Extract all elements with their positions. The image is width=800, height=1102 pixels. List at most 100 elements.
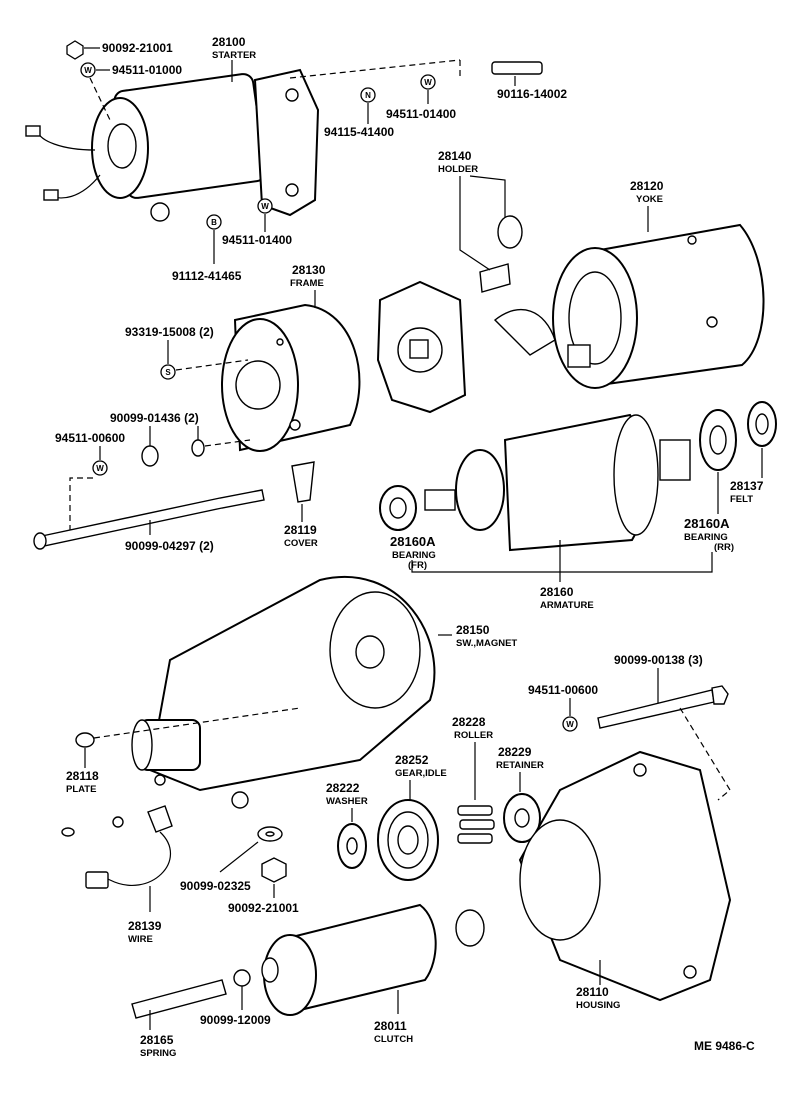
housing-drawing xyxy=(518,750,732,1002)
frame-drawing xyxy=(221,303,361,452)
screw-symbol: S xyxy=(165,368,171,377)
part-no-28222: 28222 xyxy=(326,781,360,795)
part-no-28165: 28165 xyxy=(140,1033,174,1047)
callout-stud: 90116-14002 xyxy=(289,59,567,101)
part-no-28252: 28252 xyxy=(395,753,429,767)
callout-washer-sw: 90099-02325 xyxy=(180,826,283,893)
name-yoke: YOKE xyxy=(636,194,663,205)
nut-symbol: N xyxy=(365,91,371,100)
callout-felt: 28137 FELT xyxy=(730,448,764,505)
part-no-91112-41465: 91112-41465 xyxy=(172,269,242,283)
part-no-90099-02325: 90099-02325 xyxy=(180,879,251,893)
part-no-28160a-fr: 28160A xyxy=(390,534,436,549)
callout-frame: 28130 FRAME xyxy=(290,263,326,308)
callout-ring: 90099-12009 xyxy=(200,969,271,1027)
part-no-94511-01400-a: 94511-01400 xyxy=(386,107,456,121)
part-no-28160a-rr: 28160A xyxy=(684,516,730,531)
callout-nut-sw: 90092-21001 xyxy=(228,857,299,915)
part-no-90092-21001: 90092-21001 xyxy=(102,41,173,55)
name-cover: COVER xyxy=(284,538,318,549)
part-no-28229: 28229 xyxy=(498,745,532,759)
name-washer-gear: WASHER xyxy=(326,796,368,807)
callout-plate: 28118 PLATE xyxy=(66,707,301,795)
part-no-28011: 28011 xyxy=(374,1019,407,1033)
callout-bearing-fr: 28160A BEARING (FR) xyxy=(390,534,436,571)
sub-bearing-rr: (RR) xyxy=(714,542,734,553)
part-no-28130: 28130 xyxy=(292,263,326,277)
callout-washer-gear: 28222 WASHER xyxy=(326,781,368,869)
callout-screw-s: 93319-15008 (2) S xyxy=(125,325,249,380)
part-no-90092-21001-b: 90092-21001 xyxy=(228,901,299,915)
callout-housing: 28110 HOUSING xyxy=(576,960,620,1011)
holder-drawing xyxy=(376,215,556,414)
callout-cover: 28119 COVER xyxy=(284,461,318,549)
yoke-drawing xyxy=(552,223,765,389)
name-housing: HOUSING xyxy=(576,1000,620,1011)
name-roller: ROLLER xyxy=(454,730,493,741)
callout-switch: 28150 SW.,MAGNET xyxy=(438,623,517,649)
callout-washer-w3: W 94511-01400 xyxy=(222,198,292,247)
part-no-94511-01400-b: 94511-01400 xyxy=(222,233,292,247)
callout-housing-bolt: 90099-00138 (3) xyxy=(597,653,731,801)
part-no-94511-01000: 94511-01000 xyxy=(112,63,182,77)
part-no-28139: 28139 xyxy=(128,919,162,933)
part-no-28119: 28119 xyxy=(284,523,317,537)
clutch-drawing xyxy=(261,903,485,1016)
part-no-90099-01436: 90099-01436 (2) xyxy=(110,411,199,425)
callout-spring: 28165 SPRING xyxy=(140,1033,176,1059)
callout-retainer: 28229 RETAINER xyxy=(496,745,544,843)
part-no-28137: 28137 xyxy=(730,479,764,493)
part-no-94511-00600-a: 94511-00600 xyxy=(55,431,125,445)
callout-grommet: 90099-01436 (2) xyxy=(110,411,251,467)
name-frame: FRAME xyxy=(290,278,324,289)
name-holder: HOLDER xyxy=(438,164,478,175)
part-no-28228: 28228 xyxy=(452,715,486,729)
name-switch: SW.,MAGNET xyxy=(456,638,517,649)
washer-symbol: W xyxy=(566,720,574,729)
name-plate: PLATE xyxy=(66,784,96,795)
armature-drawing xyxy=(379,413,691,552)
sub-bearing-fr: (FR) xyxy=(408,560,427,571)
callout-starter: 28100 STARTER xyxy=(212,35,256,82)
washer-symbol: W xyxy=(84,66,92,75)
name-starter: STARTER xyxy=(212,50,256,61)
part-no-93319-15008: 93319-15008 (2) xyxy=(125,325,214,339)
callout-holder: 28140 HOLDER xyxy=(438,149,506,271)
callout-washer-top: W 94511-01000 xyxy=(80,62,182,121)
name-retainer: RETAINER xyxy=(496,760,544,771)
bolt-symbol: B xyxy=(211,218,217,227)
part-no-28140: 28140 xyxy=(438,149,472,163)
callout-washer-housing: 94511-00600 W xyxy=(528,683,598,732)
name-spring: SPRING xyxy=(140,1048,176,1059)
part-no-90099-12009: 90099-12009 xyxy=(200,1013,271,1027)
name-bearing-rr: BEARING xyxy=(684,532,728,543)
name-bearing-fr: BEARING xyxy=(392,550,436,561)
reference-code: ME 9486-C xyxy=(694,1039,755,1053)
name-gear-idle: GEAR,IDLE xyxy=(395,768,447,779)
callout-roller: 28228 ROLLER xyxy=(452,715,495,844)
part-no-28120: 28120 xyxy=(630,179,664,193)
callout-nut-n: N 94115-41400 xyxy=(324,87,394,139)
wire-drawing xyxy=(61,805,173,889)
callout-gear-idle: 28252 GEAR,IDLE xyxy=(377,753,447,881)
washer-symbol: W xyxy=(96,464,104,473)
washer-symbol: W xyxy=(261,202,269,211)
part-no-90116-14002: 90116-14002 xyxy=(497,87,567,101)
callout-bearing-rr: 28160A BEARING (RR) xyxy=(684,472,734,553)
part-no-90099-00138: 90099-00138 (3) xyxy=(614,653,703,667)
callout-clutch: 28011 CLUTCH xyxy=(374,990,413,1045)
part-no-94511-00600-b: 94511-00600 xyxy=(528,683,598,697)
part-no-94115-41400: 94115-41400 xyxy=(324,125,394,139)
starter-assembly-drawing xyxy=(25,68,320,222)
through-bolt-drawing: 90099-04297 (2) xyxy=(33,489,265,553)
spring-drawing xyxy=(131,979,227,1030)
washer-symbol: W xyxy=(424,78,432,87)
part-no-90099-04297: 90099-04297 (2) xyxy=(125,539,214,553)
callout-washer-bolt: 94511-00600 W xyxy=(55,431,125,530)
part-no-28100: 28100 xyxy=(212,35,246,49)
magnet-switch-drawing xyxy=(131,575,436,809)
part-no-28150: 28150 xyxy=(456,623,490,637)
callout-bearing-rr-drawing xyxy=(699,401,777,471)
name-armature: ARMATURE xyxy=(540,600,594,611)
